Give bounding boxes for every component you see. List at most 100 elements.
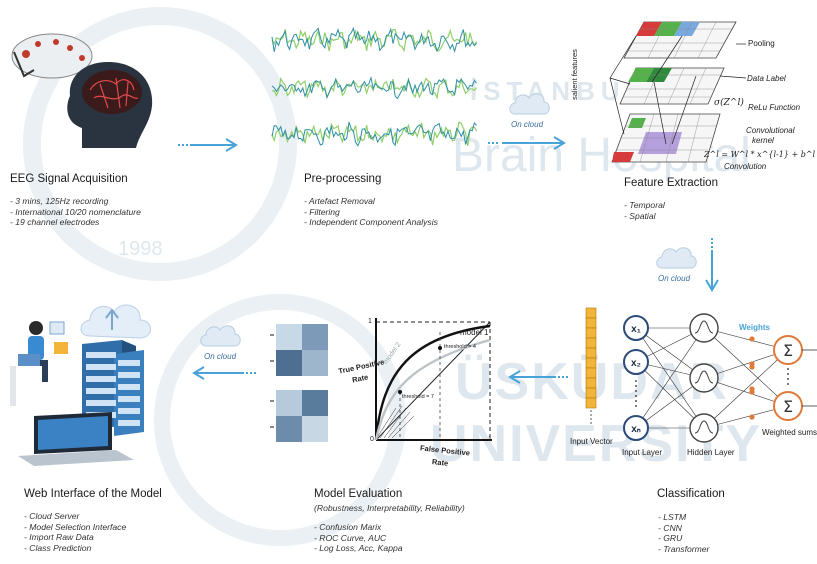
flow-arrow-right-1 bbox=[178, 138, 238, 152]
web-bullet: - Import Raw Data bbox=[24, 532, 94, 543]
input-vector-cell bbox=[585, 377, 597, 389]
input-layer-label: Input Layer bbox=[622, 448, 663, 457]
nn-connection bbox=[703, 327, 789, 407]
roc-xlabel-2: Rate bbox=[431, 457, 449, 468]
data-label-label: Data Label bbox=[747, 74, 786, 83]
weight-dot bbox=[749, 386, 755, 392]
web-bullets: - Cloud Server - Model Selection Interfa… bbox=[24, 511, 126, 553]
feature-bullet: - Spatial bbox=[624, 210, 656, 221]
roc-tick-0: 0 bbox=[370, 436, 374, 443]
cloud-icon bbox=[509, 93, 550, 115]
feature-bullets: - Temporal - Spatial bbox=[624, 200, 665, 221]
input-vector-cell bbox=[585, 307, 597, 319]
eeg-signals-waveforms bbox=[271, 26, 478, 147]
preprocessing-bullets: - Artefact Removal - Filtering - Indepen… bbox=[304, 196, 438, 228]
acquisition-title: EEG Signal Acquisition bbox=[10, 173, 128, 185]
watermark-seal-bottom bbox=[154, 294, 406, 546]
preprocessing-bullet: - Artefact Removal bbox=[304, 196, 375, 206]
hidden-layer-label: Hidden Layer bbox=[687, 448, 735, 457]
pooling-label: Pooling bbox=[748, 39, 775, 48]
weights-label: Weights bbox=[739, 323, 770, 332]
classification-bullet: - Transformer bbox=[658, 543, 710, 554]
preprocessing-title: Pre-processing bbox=[304, 173, 382, 185]
nn-connection bbox=[703, 349, 789, 429]
salient-features-label: salient features bbox=[570, 49, 579, 100]
weight-dot bbox=[749, 414, 755, 420]
cloud-label: On cloud bbox=[511, 120, 544, 129]
evaluation-bullet: - Log Loss, Acc, Kappa bbox=[314, 543, 403, 554]
roc-curve-illustration bbox=[374, 318, 492, 441]
convolution-layer bbox=[611, 113, 721, 163]
roc-threshold-4: threshold = 4 bbox=[444, 344, 476, 350]
input-neuron-label: xₙ bbox=[631, 424, 641, 435]
input-vector-cell bbox=[585, 367, 597, 379]
eeg-waveform bbox=[271, 75, 477, 100]
preprocessing-bullet: - Independent Component Analysis bbox=[304, 217, 438, 228]
cnn-feature-maps-illustration bbox=[609, 21, 747, 163]
cloud-label: On cloud bbox=[658, 274, 691, 283]
eeg-waveform bbox=[271, 28, 478, 53]
relu-label: ReLu Function bbox=[748, 103, 801, 112]
activation-curve bbox=[694, 370, 714, 384]
eeg-head-illustration bbox=[11, 33, 153, 148]
activation-curve bbox=[694, 420, 714, 434]
input-vector-cell bbox=[585, 337, 597, 349]
classification-bullets: - LSTM - CNN - GRU - Transformer bbox=[658, 512, 709, 554]
watermark-year: 1998 bbox=[118, 238, 163, 260]
input-vector-cell bbox=[585, 317, 597, 329]
acquisition-bullet: - 19 channel electrodes bbox=[10, 217, 100, 228]
activation-curve bbox=[694, 320, 714, 334]
nn-connection bbox=[635, 361, 705, 429]
watermark-seal-top bbox=[23, 7, 297, 281]
sum-node-label: Σ bbox=[783, 341, 793, 360]
nn-connection bbox=[635, 327, 705, 429]
eeg-waveform bbox=[271, 121, 478, 147]
weight-dot bbox=[749, 361, 755, 367]
input-vector-cell bbox=[585, 357, 597, 369]
eeg-waveform bbox=[271, 26, 477, 54]
conv-expression: Z^l = W^l * x^{l-1} + b^l bbox=[704, 150, 816, 159]
acquisition-bullet: - International 10/20 nomenclature bbox=[10, 206, 141, 217]
roc-model1-label: model 1 bbox=[460, 328, 489, 337]
web-server-illustration bbox=[10, 304, 151, 466]
feature-title: Feature Extraction bbox=[624, 177, 718, 189]
acquisition-bullet: - 3 mins, 125Hz recording bbox=[10, 196, 109, 206]
conv-kernel-label-2: kernel bbox=[752, 136, 774, 145]
input-vector-cell bbox=[585, 397, 597, 409]
confusion-matrix-illustration bbox=[270, 324, 328, 442]
input-neuron-label: x₂ bbox=[631, 358, 641, 369]
weighted-sums-label: Weighted sums bbox=[762, 428, 817, 437]
evaluation-bullet: - ROC Curve, AUC bbox=[314, 532, 387, 543]
cloud-icon bbox=[656, 247, 697, 269]
pooling-layer bbox=[623, 21, 737, 59]
relu-layer bbox=[619, 67, 725, 105]
input-vector-cell bbox=[585, 327, 597, 339]
sum-node-label: Σ bbox=[783, 397, 793, 416]
input-neuron bbox=[623, 415, 649, 441]
roc-tick-1-x: 1 bbox=[488, 436, 492, 443]
relu-expression: σ(Z^l) bbox=[714, 98, 744, 108]
input-neuron bbox=[623, 349, 649, 375]
flow-arrow-down bbox=[705, 238, 719, 292]
feature-bullet: - Temporal bbox=[624, 200, 665, 210]
cloud-icon bbox=[200, 325, 241, 347]
evaluation-bullets: - Confusion Marix - ROC Curve, AUC - Log… bbox=[314, 522, 403, 554]
eeg-waveform bbox=[271, 121, 477, 147]
input-vector-cell bbox=[585, 387, 597, 399]
input-vector-cell bbox=[585, 347, 597, 359]
evaluation-subtitle: (Robustness, Interpretability, Reliabili… bbox=[314, 503, 465, 513]
weight-dot bbox=[749, 336, 755, 342]
evaluation-bullet: - Confusion Marix bbox=[314, 522, 382, 532]
input-vector-label: Input Vector bbox=[570, 437, 613, 446]
acquisition-bullets: - 3 mins, 125Hz recording - Internationa… bbox=[10, 196, 141, 228]
classification-bullet: - GRU bbox=[658, 533, 683, 544]
flow-arrow-left-1 bbox=[508, 370, 568, 384]
hidden-neuron bbox=[689, 363, 719, 393]
flow-arrow-left-2 bbox=[192, 366, 256, 380]
hidden-neuron bbox=[689, 313, 719, 343]
web-title: Web Interface of the Model bbox=[24, 488, 162, 500]
convolution-label: Convolution bbox=[724, 162, 767, 171]
conv-kernel-label-1: Convolutional bbox=[746, 126, 795, 135]
classification-bullet: - LSTM bbox=[658, 512, 687, 522]
